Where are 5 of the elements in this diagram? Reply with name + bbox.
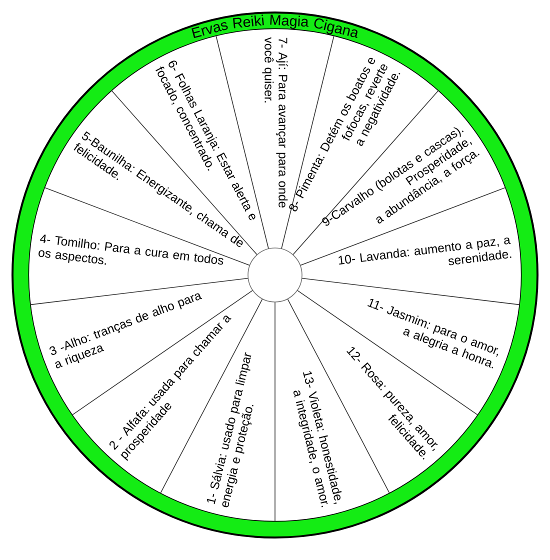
- segment-label: 7- Ají: Para avançar para onde você quiser.: [262, 37, 288, 208]
- segment-label: 4- Tomilho: Para a cura em todos os aspectos.: [38, 234, 224, 265]
- segment-label: 10- Lavanda: aumento a paz, a serenidade.: [338, 238, 512, 266]
- wheel-title: Ervas Reiki Magia Cigana: [192, 14, 358, 38]
- segment-label: 1- Sálvia: usado para limpar energia e proteção.: [206, 352, 254, 508]
